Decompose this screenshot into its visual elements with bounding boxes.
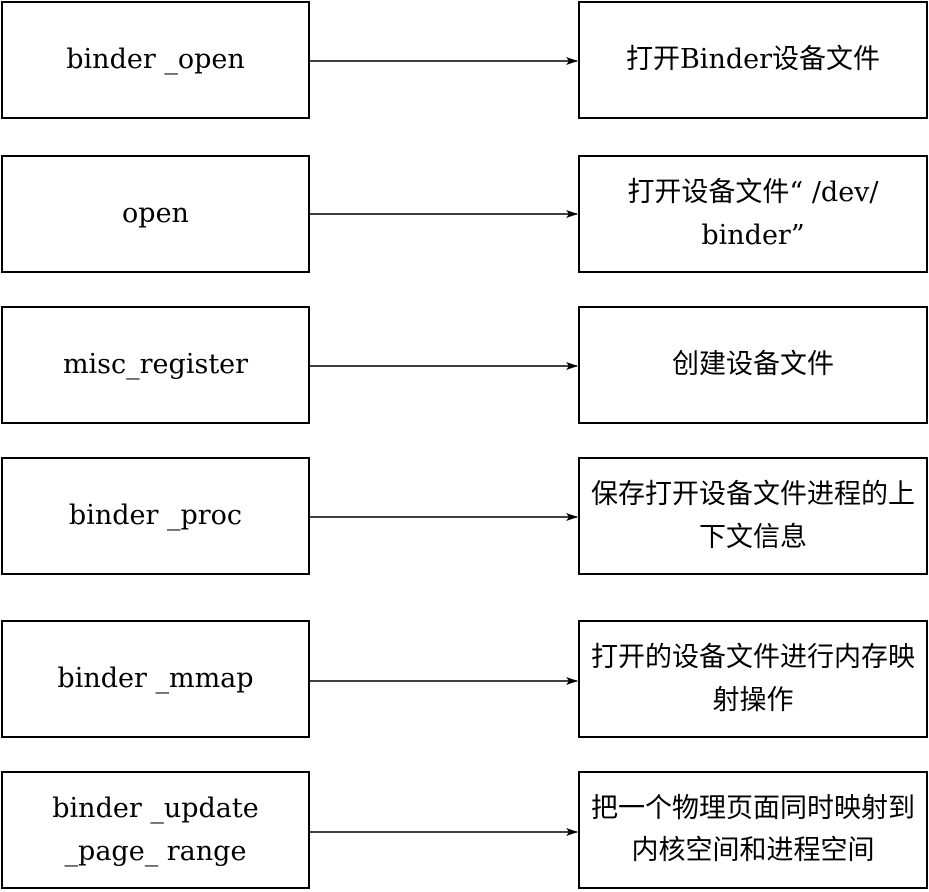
description-box-1: 打开Binder设备文件	[578, 1, 928, 119]
description-box-5: 打开的设备文件进行内存映射操作	[578, 620, 928, 738]
description-box-4: 保存打开设备文件进程的上下文信息	[578, 457, 928, 575]
function-box-binder-update-page-range: binder _update _page_ range	[1, 771, 310, 889]
description-box-6: 把一个物理页面同时映射到内核空间和进程空间	[578, 771, 928, 889]
function-label: binder _update _page_ range	[52, 792, 268, 867]
function-label: open	[122, 198, 189, 230]
function-box-open: open	[1, 155, 310, 273]
function-label: binder _proc	[68, 500, 243, 532]
description-label: 创建设备文件	[672, 349, 834, 381]
function-box-binder-mmap: binder _mmap	[1, 620, 310, 738]
description-label: 把一个物理页面同时映射到内核空间和进程空间	[591, 793, 915, 866]
description-label: 打开Binder设备文件	[625, 44, 881, 76]
function-label: binder _mmap	[57, 663, 254, 695]
description-label: 保存打开设备文件进程的上下文信息	[591, 478, 915, 553]
function-label: binder _open	[66, 44, 245, 76]
description-label: 打开的设备文件进行内存映射操作	[591, 641, 915, 716]
function-box-misc-register: misc_register	[1, 306, 310, 424]
function-box-binder-open: binder _open	[1, 1, 310, 119]
description-label: 打开设备文件“ /dev/ binder”	[627, 176, 888, 251]
function-box-binder-proc: binder _proc	[1, 457, 310, 575]
description-box-2: 打开设备文件“ /dev/ binder”	[578, 155, 928, 273]
function-label: misc_register	[62, 349, 249, 381]
description-box-3: 创建设备文件	[578, 306, 928, 424]
